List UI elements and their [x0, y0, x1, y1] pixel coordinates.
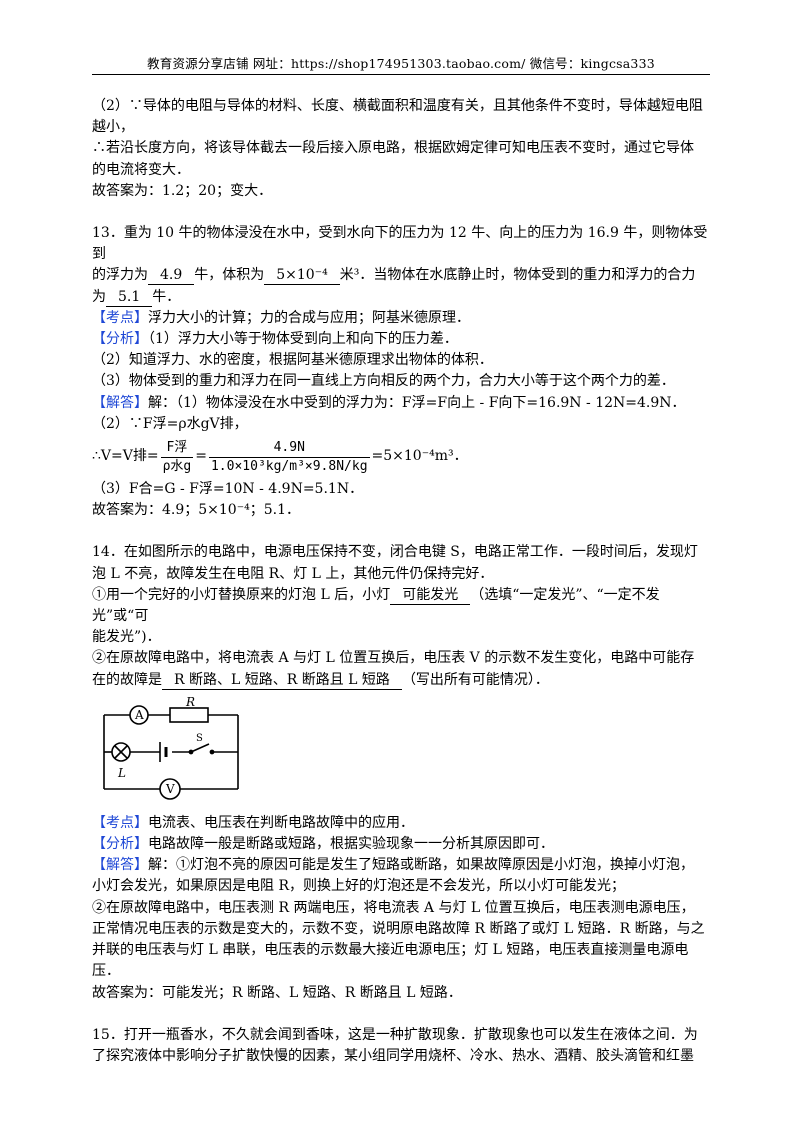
q13-volume-formula: ∴V=V排= F浮 ρ水g = 4.9N 1.0×10³kg/m³×9.8N/k… [92, 439, 468, 474]
q14-line: 14．在如图所示的电路中，电源电压保持不变，闭合电键 S，电路正常工作．一段时间… [92, 544, 698, 561]
q15-line: 15．打开一瓶香水，不久就会闻到香味，这是一种扩散现象．扩散现象也可以发生在液体… [92, 1026, 698, 1043]
q14-jieda-line: 并联的电压表与灯 L 串联，电压表的示数最大接近电源电压；灯 L 短路，电压表直… [92, 942, 689, 980]
q14-jieda-line: 正常情况电压表的示数是变大的，示数不变，说明原电路故障 R 断路了或灯 L 短路… [92, 920, 705, 937]
resistor-label: R [185, 697, 195, 709]
q14-jieda-line: ②在原故障电路中，电压表测 R 两端电压，将电流表 A 与灯 L 位置互换后，电… [92, 899, 695, 916]
q14-line: ①用一个完好的小灯替换原来的灯泡 L 后，小灯可能发光（选填“一定发光”、“一定… [92, 586, 660, 625]
q14-blank-2: R 断路、L 短路、R 断路且 L 短路 [162, 671, 402, 690]
q13-jieda-line: （3）F合=G - F浮=10N - 4.9N=5.1N． [92, 481, 364, 498]
q14-kaodian: 【考点】电流表、电压表在判断电路故障中的应用． [92, 814, 414, 831]
q13-blank-resultant: 5.1 [106, 288, 153, 307]
q14-line: 泡 L 不亮，故障发生在电阻 R、灯 L 上，其他元件仍保持完好． [92, 565, 494, 582]
q13-kaodian: 【考点】浮力大小的计算；力的合成与应用；阿基米德原理． [92, 309, 470, 326]
q14-blank-1: 可能发光 [390, 586, 471, 605]
lamp-label: L [117, 766, 126, 780]
document-body: （2）∵导体的电阻与导体的材料、长度、横截面积和温度有关，且其他条件不变时，导体… [92, 96, 712, 1067]
q14-line: ②在原故障电路中，将电流表 A 与灯 L 位置互换后，电压表 V 的示数不发生变… [92, 650, 695, 667]
q12-line: 的电流将变大． [92, 161, 190, 178]
q15-line: 了探究液体中影响分子扩散快慢的因素，某小组同学用烧杯、冷水、热水、酒精、胶头滴管… [92, 1047, 694, 1064]
q14-answer: 故答案为：可能发光；R 断路、L 短路、R 断路且 L 短路． [92, 984, 462, 1001]
ammeter-icon [129, 705, 149, 725]
ammeter-label: A [134, 708, 144, 722]
q14-jieda-line: 小灯会发光，如果原因是电阻 R，则换上好的灯泡还是不会发光，所以小灯可能发光； [92, 878, 625, 895]
switch-icon [190, 743, 210, 753]
q13-line: 13．重为 10 牛的物体浸没在水中，受到水向下的压力为 12 牛、向上的压力为… [92, 225, 708, 263]
header-rule [92, 74, 710, 75]
voltmeter-label: V [165, 782, 175, 796]
voltmeter-icon [159, 778, 181, 800]
q13-answer: 故答案为：4.9；5×10⁻⁴；5.1． [92, 502, 300, 519]
q13-fenxi: 【分析】（1）浮力大小等于物体受到向上和向下的压力差． [92, 331, 458, 348]
resistor-icon [169, 707, 209, 723]
q12-line: ∴若沿长度方向，将该导体截去一段后接入原电路，根据欧姆定律可知电压表不变时，通过… [92, 140, 694, 157]
circuit-diagram: A R L S V [103, 697, 239, 800]
q13-jieda-line: （2）∵F浮=ρ水gV排， [92, 415, 248, 432]
page-header: 教育资源分享店铺 网址：https://shop174951303.taobao… [147, 56, 655, 71]
q13-fenxi-line: （2）知道浮力、水的密度，根据阿基米德原理求出物体的体积． [92, 352, 493, 369]
q13-jieda: 【解答】解：（1）物体浸没在水中受到的浮力为：F浮=F向上 - F向下=16.9… [92, 394, 686, 411]
q14-fenxi: 【分析】电路故障一般是断路或短路，根据实验现象一一分析其原因即可． [92, 836, 554, 853]
fraction-numeric: 4.9N 1.0×10³kg/m³×9.8N/kg [208, 439, 370, 474]
switch-label: S [196, 733, 203, 744]
q13-blank-buoyancy: 4.9 [148, 266, 195, 286]
q12-line: （2）∵导体的电阻与导体的材料、长度、横截面积和温度有关，且其他条件不变时，导体… [92, 98, 703, 114]
q12-line: 越小， [92, 119, 134, 136]
lamp-icon [111, 742, 131, 762]
q14-jieda: 【解答】解：①灯泡不亮的原因可能是发生了短路或断路，如果故障原因是小灯泡，换掉小… [92, 857, 694, 874]
fraction-buoyancy-over-density: F浮 ρ水g [160, 439, 194, 474]
q14-line: 能发光”)． [92, 629, 161, 646]
q12-answer: 故答案为：1.2；20；变大． [92, 182, 273, 199]
q13-fenxi-line: （3）物体受到的重力和浮力在同一直线上方向相反的两个力，合力大小等于这个两个力的… [92, 373, 675, 390]
q13-blank-volume: 5×10⁻⁴ [264, 266, 340, 286]
